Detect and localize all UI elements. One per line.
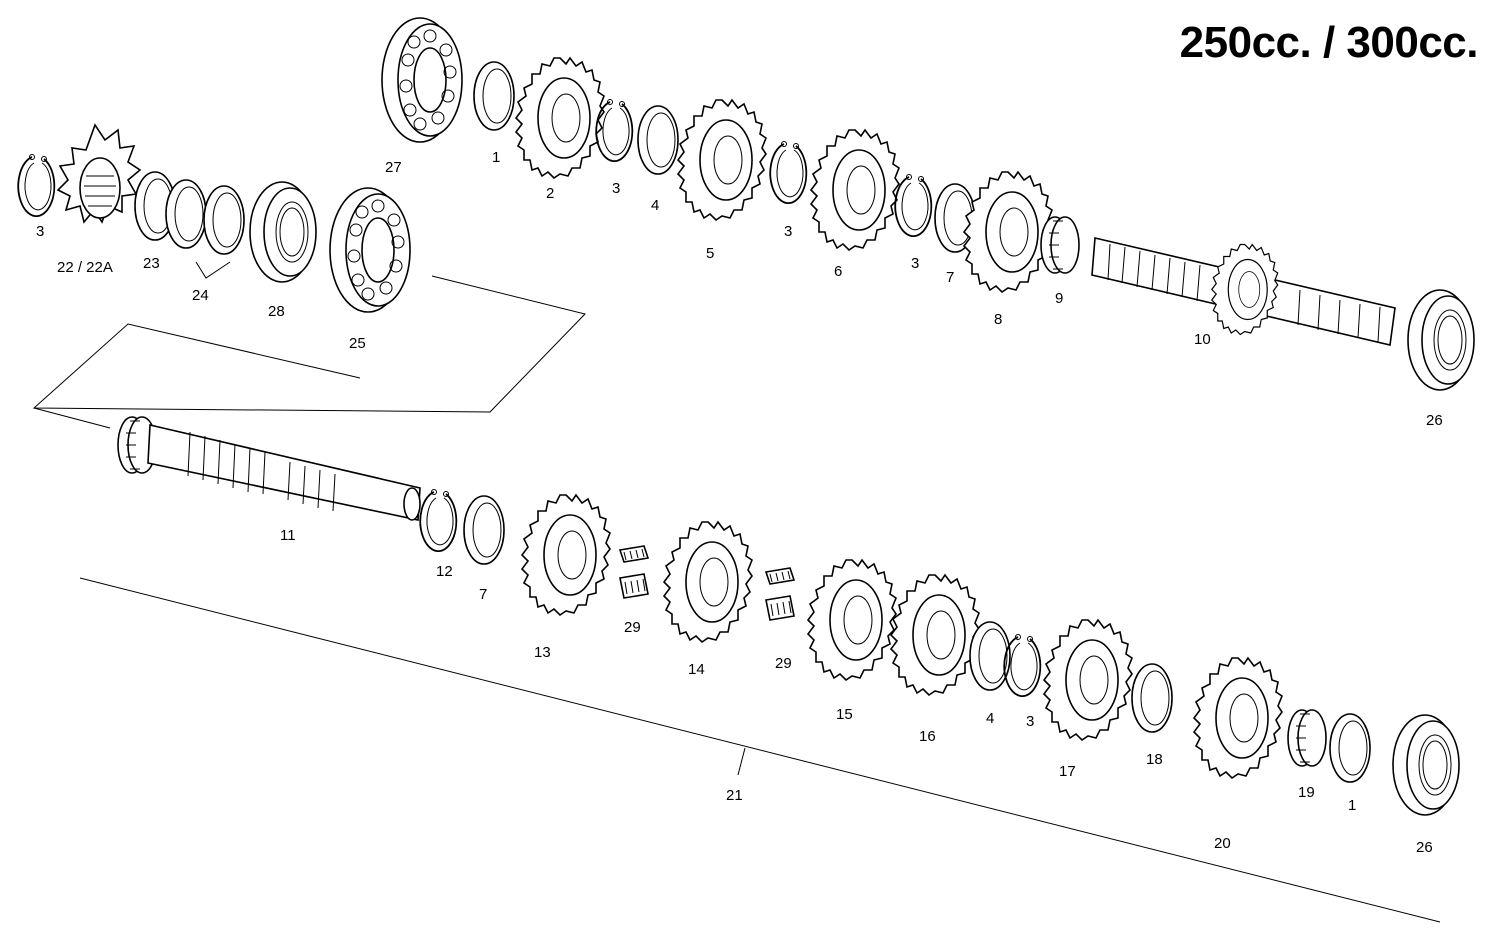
label-21: 21	[726, 787, 743, 804]
label-3a: 3	[612, 180, 620, 197]
upper-shaft-assembly	[381, 17, 1475, 391]
label-28: 28	[268, 303, 285, 320]
label-24: 24	[192, 287, 209, 304]
shaft-11	[117, 416, 421, 521]
label-3c: 3	[911, 255, 919, 272]
label-4b: 4	[986, 710, 994, 727]
shaft-10	[1091, 237, 1396, 346]
label-10: 10	[1194, 331, 1211, 348]
circlip-3b	[769, 140, 808, 205]
label-27: 27	[385, 159, 402, 176]
label-17: 17	[1059, 763, 1076, 780]
assembly-21-line	[79, 577, 1441, 923]
assembly-bracket	[32, 275, 586, 413]
label-29b: 29	[775, 655, 792, 672]
label-13: 13	[534, 644, 551, 661]
label-29a: 29	[624, 619, 641, 636]
sprocket-22	[56, 123, 142, 224]
label-16: 16	[919, 728, 936, 745]
seal-26b	[1392, 714, 1460, 816]
washer-18	[1131, 663, 1173, 733]
gear-14	[663, 521, 753, 643]
circlip-3d	[17, 153, 56, 218]
washer-4	[637, 105, 679, 175]
gear-8	[963, 171, 1053, 293]
label-3b: 3	[784, 223, 792, 240]
washer-7b	[463, 495, 505, 565]
bearing-25	[329, 187, 411, 313]
label-7b: 7	[479, 586, 487, 603]
gear-2	[515, 57, 605, 179]
circlip-3	[595, 98, 634, 163]
leader-24	[195, 261, 231, 279]
gear-20	[1193, 657, 1283, 779]
label-11: 11	[280, 527, 296, 544]
seal-26	[1407, 289, 1475, 391]
label-23: 23	[143, 255, 160, 272]
label-6: 6	[834, 263, 842, 280]
label-4a: 4	[651, 197, 659, 214]
gear-6	[810, 129, 900, 251]
needle-bearing-9	[1040, 216, 1080, 274]
washer-1b	[1329, 713, 1371, 783]
label-15: 15	[836, 706, 853, 723]
diagram-title: 250cc. / 300cc.	[1179, 18, 1479, 67]
washer-1	[473, 61, 515, 131]
bracket-leader	[33, 407, 111, 429]
label-8: 8	[994, 311, 1002, 328]
label-14: 14	[688, 661, 705, 678]
label-19: 19	[1298, 784, 1315, 801]
gear-13	[521, 494, 611, 616]
circlip-12	[419, 488, 458, 553]
part-labels: 27 1 2 3 4 5 3 6 3 7 8 9 10 26 3 22 / 22…	[36, 149, 1443, 856]
assembly-21-leader	[737, 747, 746, 776]
label-26b: 26	[1416, 839, 1433, 856]
label-5: 5	[706, 245, 714, 262]
label-1: 1	[492, 149, 500, 166]
label-1b: 1	[1348, 797, 1356, 814]
gear-15	[807, 559, 897, 681]
label-3d: 3	[36, 223, 44, 240]
gear-17	[1043, 619, 1133, 741]
needle-cage-29a	[619, 545, 649, 599]
label-18: 18	[1146, 751, 1163, 768]
seal-28	[249, 181, 317, 283]
label-2: 2	[546, 185, 554, 202]
label-22: 22 / 22A	[57, 259, 113, 276]
label-20: 20	[1214, 835, 1231, 852]
gear-5	[677, 99, 767, 221]
bearing-27	[381, 17, 463, 143]
oring-24b	[203, 185, 245, 255]
label-3e: 3	[1026, 713, 1034, 730]
lower-shaft-assembly	[117, 416, 1460, 816]
needle-bearing-19	[1287, 709, 1327, 767]
needle-cage-29b	[765, 567, 795, 621]
label-9: 9	[1055, 290, 1063, 307]
oring-24a	[165, 179, 207, 249]
circlip-3c	[894, 173, 933, 238]
washer-4b	[969, 621, 1011, 691]
label-7a: 7	[946, 269, 954, 286]
sprocket-group	[17, 123, 411, 313]
label-12: 12	[436, 563, 453, 580]
shaft-10-integral-gear	[1211, 243, 1279, 336]
label-25: 25	[349, 335, 366, 352]
gear-16	[890, 574, 980, 696]
label-26a: 26	[1426, 412, 1443, 429]
